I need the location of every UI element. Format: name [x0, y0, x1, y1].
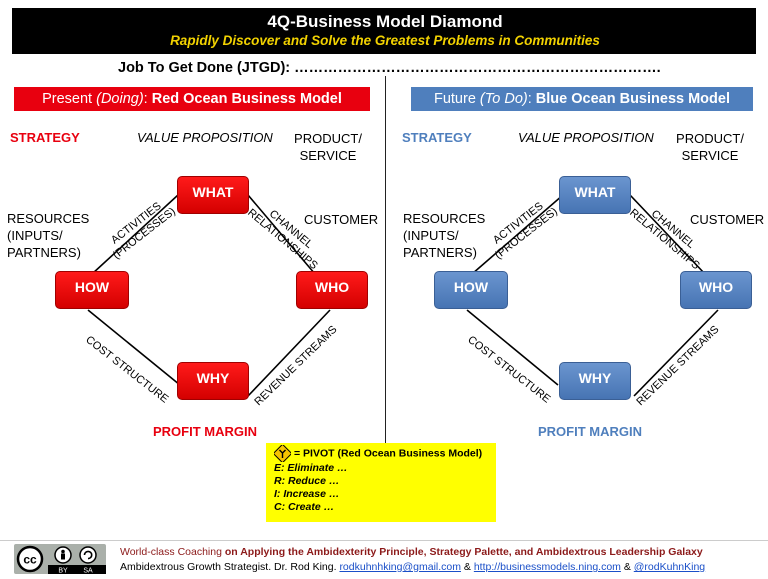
footer-handle-link[interactable]: @rodKuhnKing	[633, 561, 706, 573]
jtgd-line: Job To Get Done (JTGD): ……………………………………………	[118, 60, 661, 76]
panel-divider	[385, 76, 386, 466]
left-what-node: WHAT	[177, 176, 249, 214]
left-value-proposition-label: VALUE PROPOSITION	[137, 130, 273, 145]
right-edge-how-what	[471, 194, 564, 275]
footer-author: Ambidextrous Growth Strategist. Dr. Rod …	[120, 561, 340, 573]
right-header-bold: Blue Ocean Business Model	[535, 91, 730, 107]
footer-line-1: World-class Coaching on Applying the Amb…	[120, 546, 703, 558]
right-edge-how-why	[466, 309, 559, 386]
left-header-italic: (Doing)	[96, 91, 144, 107]
left-who-node: WHO	[296, 271, 368, 309]
footer-rule	[0, 540, 768, 541]
left-cost-label: COST STRUCTURE	[83, 334, 170, 406]
left-resources-line2: (INPUTS/	[7, 228, 63, 243]
footer-url-link[interactable]: http://businessmodels.ning.com	[473, 561, 621, 573]
left-header-colon: :	[143, 91, 152, 107]
cc-sa-text: SA	[83, 568, 93, 575]
pivot-legend: = PIVOT (Red Ocean Business Model) E: El…	[266, 443, 496, 522]
left-edge-how-why	[87, 309, 181, 386]
right-how-node: HOW	[434, 271, 508, 309]
pivot-item-reduce: R: Reduce …	[274, 475, 340, 487]
right-product-label: PRODUCT/	[676, 131, 744, 146]
footer-coaching-text: World-class Coaching	[120, 546, 225, 558]
left-resources-line1: RESOURCES	[7, 211, 90, 226]
pivot-item-create: C: Create …	[274, 501, 335, 513]
right-edge-what-who	[629, 194, 706, 275]
right-edge-who-why	[633, 309, 719, 397]
right-resources-line3: PARTNERS)	[403, 245, 477, 260]
left-profit-margin-label: PROFIT MARGIN	[153, 424, 257, 439]
right-profit-margin-label: PROFIT MARGIN	[538, 424, 642, 439]
pivot-item-eliminate: E: Eliminate …	[274, 462, 348, 474]
right-value-proposition-label: VALUE PROPOSITION	[518, 130, 654, 145]
left-product-label: PRODUCT/	[294, 131, 362, 146]
left-resources-line3: PARTNERS)	[7, 245, 81, 260]
left-how-node: HOW	[55, 271, 129, 309]
cc-by-text: BY	[58, 568, 68, 575]
footer-amp-2: &	[620, 561, 634, 573]
left-edge-who-why	[247, 309, 331, 397]
right-header-italic: (To Do)	[479, 91, 528, 107]
left-service-label: SERVICE	[299, 148, 357, 163]
right-panel-header: Future (To Do): Blue Ocean Business Mode…	[411, 87, 753, 111]
right-header-prefix: Future	[433, 91, 480, 107]
left-strategy-label: STRATEGY	[10, 130, 80, 145]
right-header-colon: :	[527, 91, 536, 107]
right-who-node: WHO	[680, 271, 752, 309]
footer-amp-1: &	[461, 561, 474, 573]
pivot-label: = PIVOT (Red Ocean Business Model)	[294, 447, 483, 460]
pivot-item-increase: I: Increase …	[274, 488, 340, 500]
page-title: 4Q-Business Model Diamond	[267, 12, 503, 31]
right-revenue-label: REVENUE STREAMS	[634, 324, 721, 409]
left-header-bold: Red Ocean Business Model	[151, 91, 342, 107]
creative-commons-badge: cc BY SA	[14, 544, 106, 575]
footer-email-link[interactable]: rodkuhnhking@gmail.com	[339, 561, 461, 573]
right-customer-label: CUSTOMER	[690, 212, 765, 227]
left-why-node: WHY	[177, 362, 249, 400]
pivot-heading: = PIVOT (Red Ocean Business Model)	[272, 443, 488, 464]
left-edge-how-what	[91, 194, 179, 275]
right-service-label: SERVICE	[681, 148, 739, 163]
right-why-node: WHY	[559, 362, 631, 400]
right-product-service-label: PRODUCT/ SERVICE	[672, 130, 748, 164]
left-edge-what-who	[247, 194, 316, 275]
left-revenue-label: REVENUE STREAMS	[252, 324, 339, 409]
page-subtitle: Rapidly Discover and Solve the Greatest …	[170, 33, 600, 48]
left-resources-label: RESOURCES (INPUTS/ PARTNERS)	[7, 210, 89, 261]
footer-coaching-topic: on Applying the Ambidexterity Principle,…	[224, 546, 703, 558]
svg-text:cc: cc	[23, 553, 37, 567]
title-bar: 4Q-Business Model Diamond Rapidly Discov…	[12, 8, 756, 54]
right-resources-line1: RESOURCES	[403, 211, 486, 226]
right-resources-label: RESOURCES (INPUTS/ PARTNERS)	[403, 210, 485, 261]
footer-line-2: Ambidextrous Growth Strategist. Dr. Rod …	[120, 561, 705, 573]
right-resources-line2: (INPUTS/	[403, 228, 459, 243]
pivot-sign-icon	[272, 443, 293, 464]
left-customer-label: CUSTOMER	[304, 212, 379, 227]
right-what-node: WHAT	[559, 176, 631, 214]
left-product-service-label: PRODUCT/ SERVICE	[290, 130, 366, 164]
left-header-prefix: Present	[42, 91, 97, 107]
right-strategy-label: STRATEGY	[402, 130, 472, 145]
left-panel-header: Present (Doing): Red Ocean Business Mode…	[14, 87, 370, 111]
